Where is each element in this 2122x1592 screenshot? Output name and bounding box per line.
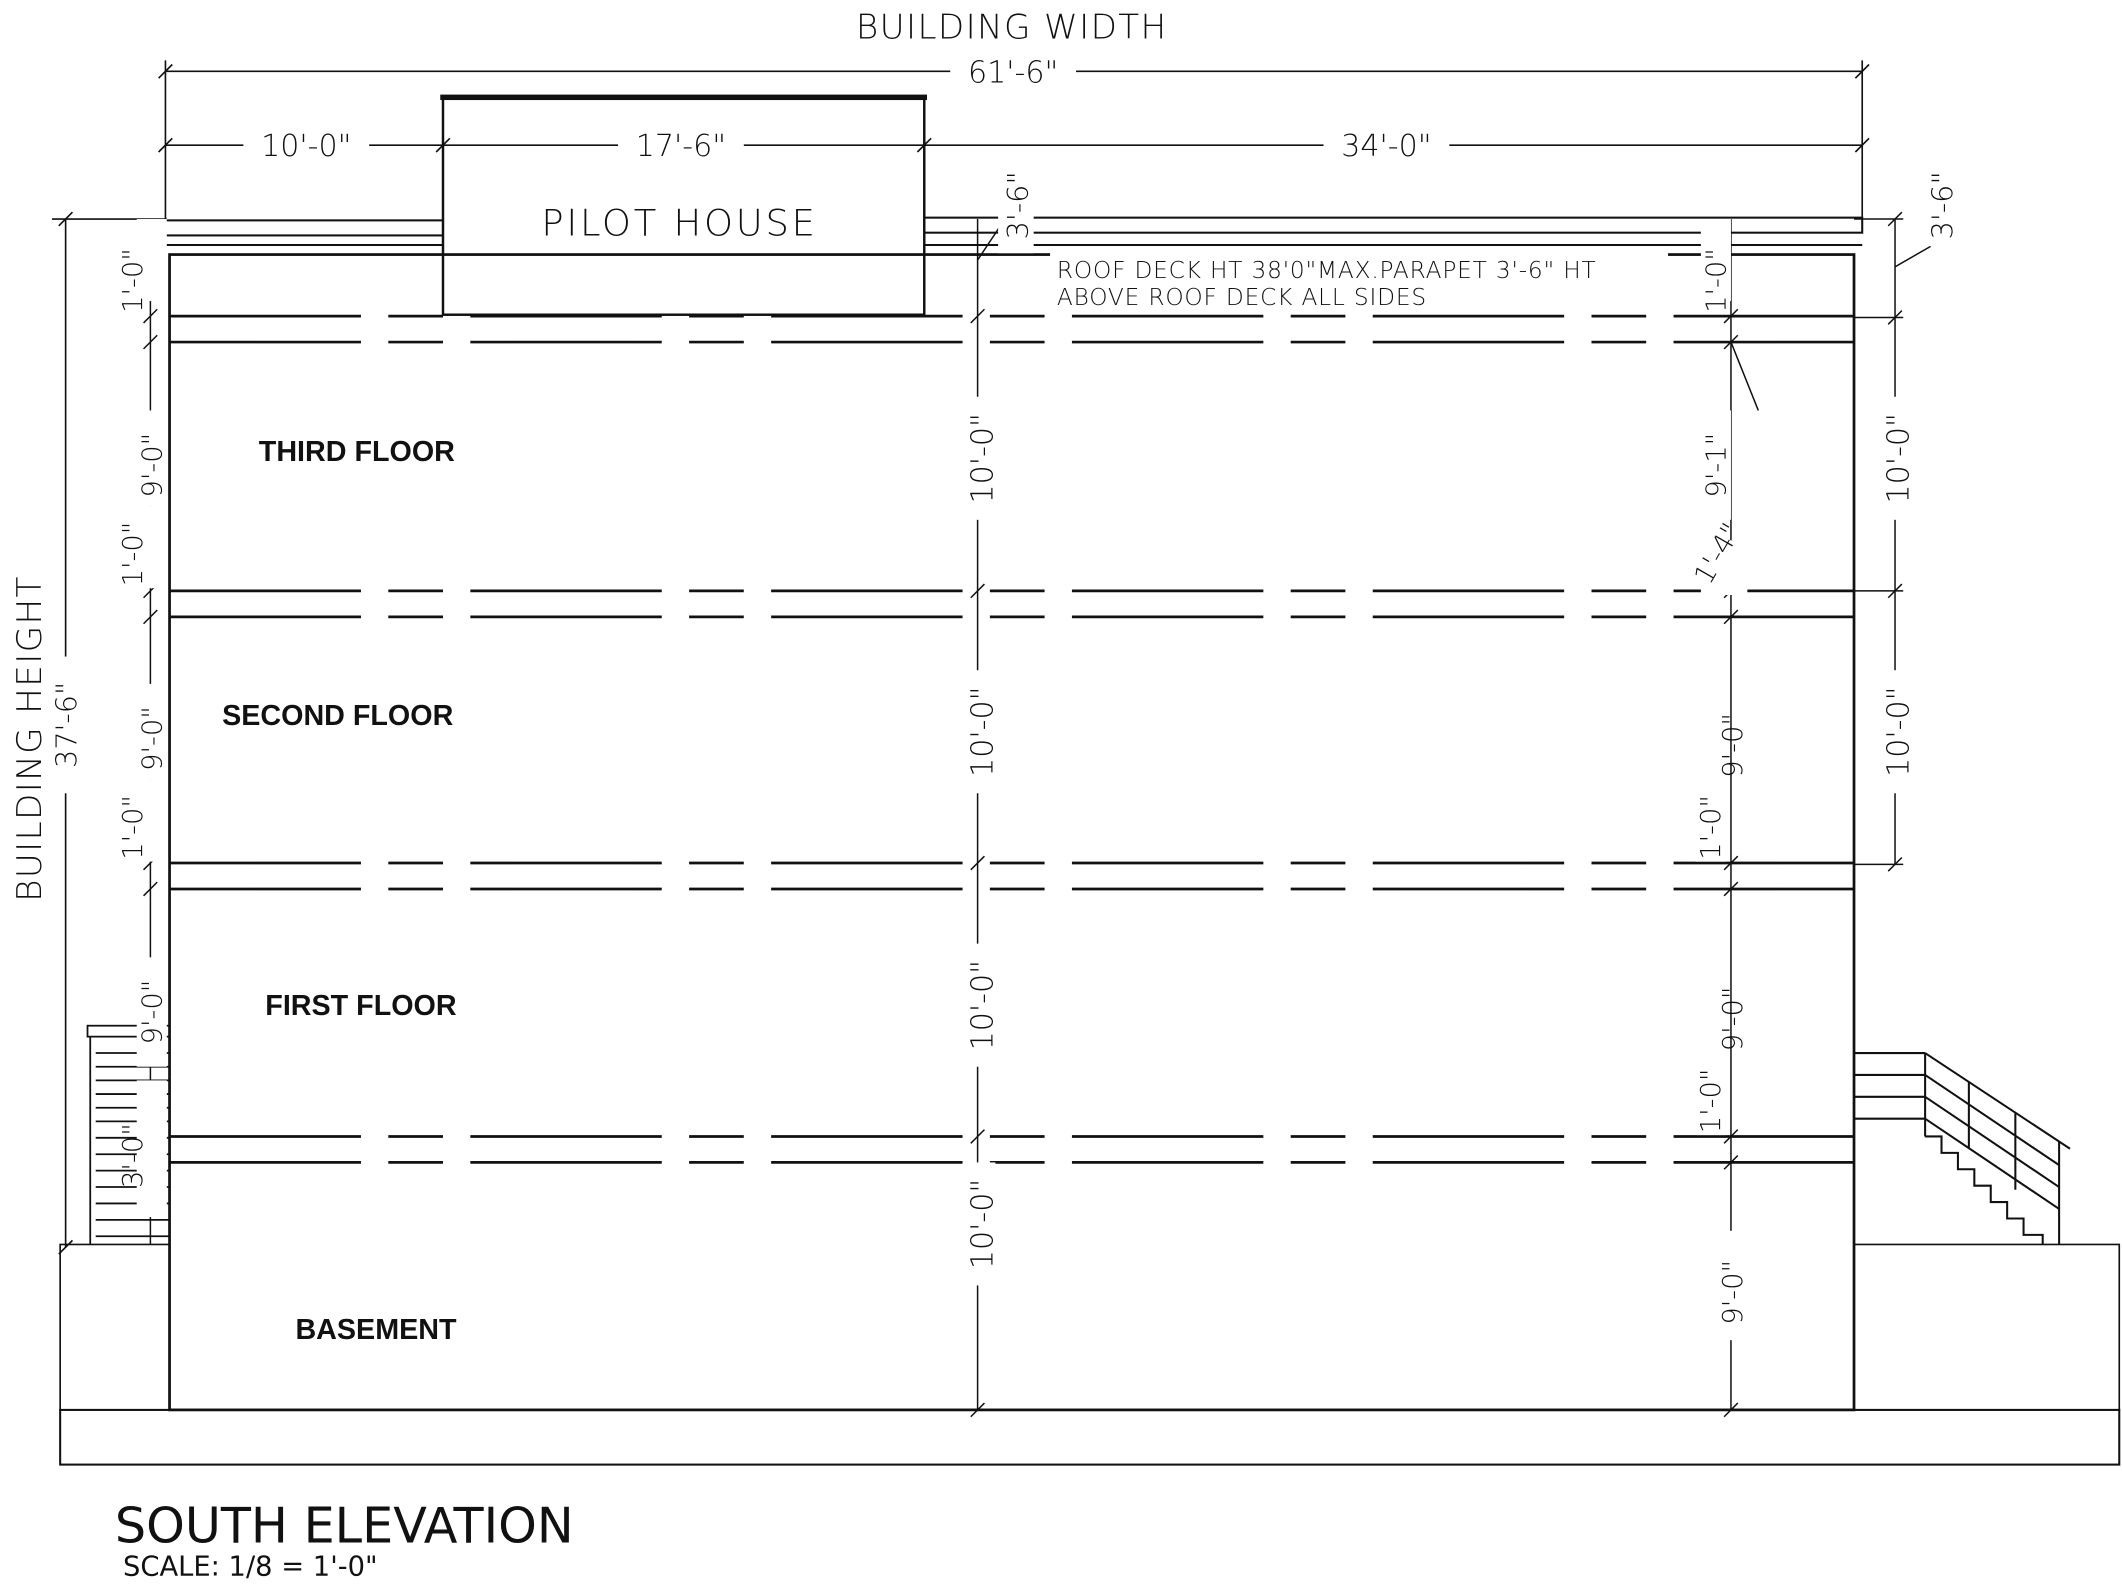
dim-center-first: 10'-0" [966,960,1001,1050]
dim-right-basement: 9'-0" [1718,1260,1749,1325]
dim-center-second: 10'-0" [966,687,1001,777]
dim-left-parapet-slab: 1'-0" [118,248,149,313]
dim-left-segment: 10'-0" [261,129,351,164]
pilot-house-label: PILOT HOUSE [541,201,817,244]
dim-center-third: 10'-0" [966,413,1001,503]
right-stair [1854,1052,2071,1245]
dim-left-third-clear: 9'-0" [137,433,168,498]
dim-left-second-slab: 1'-0" [118,795,149,860]
drawing-title: SOUTH ELEVATION [115,1497,574,1555]
dim-pilot-segment: 17'-6" [636,129,726,164]
dim-overall-width: 61'-6" [968,55,1058,90]
dim-center-basement: 10'-0" [966,1179,1001,1269]
dim-overall-height: 37'-6" [50,682,84,768]
building-height-label: BUILDING HEIGHT [10,575,50,902]
dim-left-third-slab: 1'-0" [118,522,149,587]
dim-left-first-clear: 9'-0" [137,980,168,1045]
dim-left-second-clear: 9'-0" [137,706,168,771]
dim-right-second-clear: 9'-0" [1718,713,1749,778]
dim-right-parapet-slab: 1'-0" [1701,248,1732,313]
dim-right-outer-third: 10'-0" [1882,413,1917,503]
floor-label-basement: BASEMENT [295,1314,457,1346]
dim-right-outer-second: 10'-0" [1882,687,1917,777]
dim-left-basement: 3'-0" [118,1123,149,1188]
floor-label-second: SECOND FLOOR [222,700,453,732]
floor-label-third: THIRD FLOOR [259,436,455,468]
dim-right-third-clear: 9'-1" [1701,433,1732,498]
drawing-scale: SCALE: 1/8 = 1'-0" [123,1551,377,1582]
pilot-house: PILOT HOUSE [440,94,928,316]
dim-right-first-slab: 1'-0" [1696,1069,1727,1134]
dim-right-segment: 34'-0" [1341,129,1431,164]
ground [59,1243,2121,1466]
dim-center-parapet: 3'-6" [1001,171,1035,239]
building-outline [164,216,1864,1412]
dim-right-first-clear: 9'-0" [1718,987,1749,1052]
building-width-label: BUILDING WIDTH [856,8,1168,48]
floor-slabs [169,314,1855,1164]
roof-note-line1: ROOF DECK HT 38'0"MAX.PARAPET 3'-6" HT [1057,257,1597,284]
floor-label-first: FIRST FLOOR [265,990,457,1022]
roof-note-line2: ABOVE ROOF DECK ALL SIDES [1057,284,1427,311]
dim-right-outer-parapet: 3'-6" [1925,171,1959,239]
dim-right-second-slab: 1'-0" [1696,795,1727,860]
